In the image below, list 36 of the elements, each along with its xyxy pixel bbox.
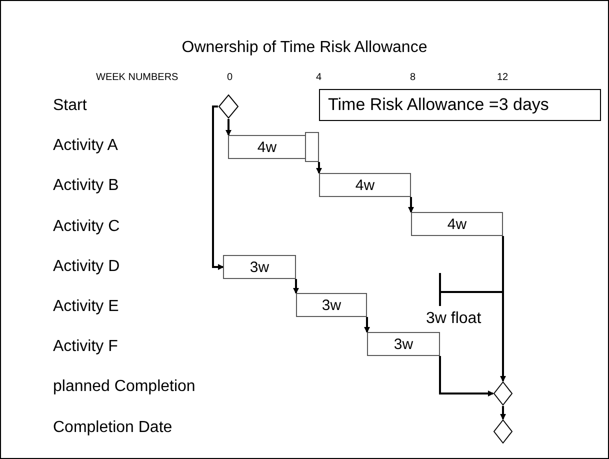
row-label: Activity C <box>53 219 120 235</box>
row-label: Activity A <box>53 138 118 154</box>
milestone-diamond <box>218 94 239 119</box>
week-number: 8 <box>410 73 416 83</box>
activity-bar: 4w <box>228 135 306 159</box>
activity-bar: 4w <box>411 212 503 236</box>
week-number: 12 <box>497 73 508 83</box>
arrow <box>500 236 506 382</box>
row-label: planned Completion <box>53 379 196 395</box>
arrow <box>316 162 322 174</box>
row-label: Activity E <box>53 299 119 315</box>
row-label: Activity D <box>53 259 120 275</box>
arrow <box>408 197 414 213</box>
arrow <box>212 106 224 270</box>
title: Ownership of Time Risk Allowance <box>180 40 428 56</box>
activity-bar: 3w <box>367 332 440 356</box>
row-label: Activity F <box>53 339 118 355</box>
week-number: 4 <box>316 73 322 83</box>
milestone-diamond <box>493 419 513 444</box>
row-label: Completion Date <box>53 420 172 436</box>
note-box: Time Risk Allowance =3 days <box>319 89 601 121</box>
arrow <box>500 406 506 420</box>
axis-title: WEEK NUMBERS <box>96 73 178 83</box>
arrow <box>293 279 299 294</box>
row-label: Start <box>53 98 87 114</box>
float-label: 3w float <box>426 311 482 327</box>
week-number: 0 <box>227 73 233 83</box>
arrow <box>364 317 370 333</box>
arrow <box>226 119 232 136</box>
row-label: Activity B <box>53 178 119 194</box>
milestone-diamond <box>493 381 513 406</box>
allowance-box <box>305 132 319 162</box>
arrow <box>439 356 494 396</box>
activity-bar: 3w <box>223 255 296 279</box>
activity-bar: 3w <box>296 293 367 317</box>
activity-bar: 4w <box>319 173 411 197</box>
